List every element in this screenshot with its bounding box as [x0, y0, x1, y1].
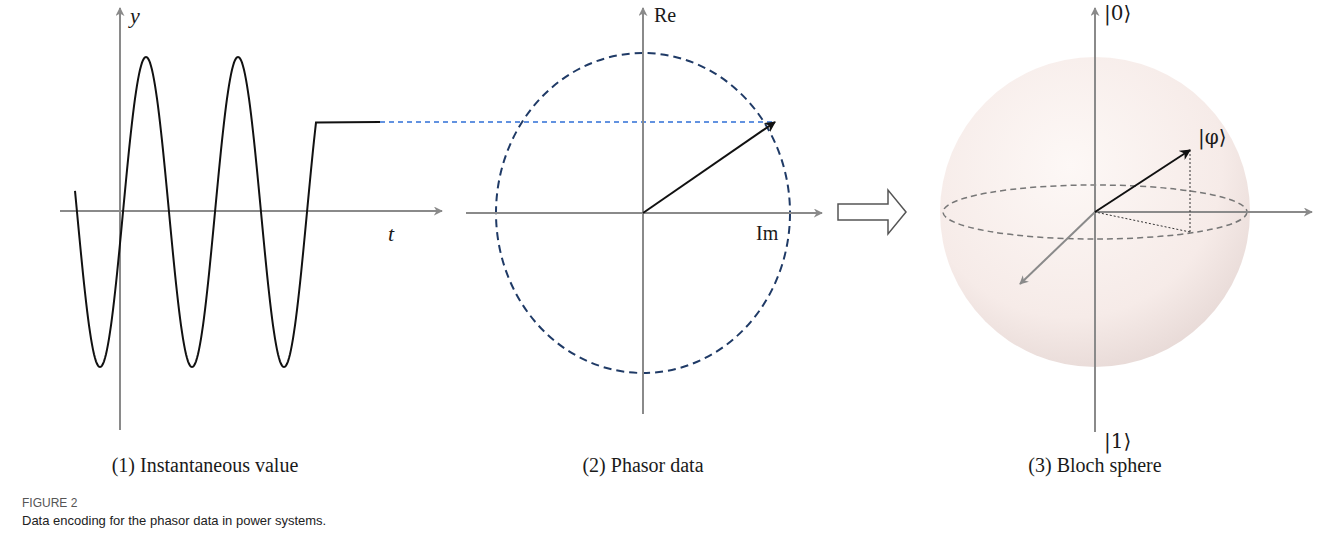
axis-label: Im [756, 222, 778, 244]
waveform-axes [60, 8, 442, 430]
ket-label: |1⟩ [1104, 430, 1131, 452]
sine-wave [75, 57, 380, 367]
figure-number: FIGURE 2 [22, 497, 77, 510]
panel-title: (2) Phasor data [582, 454, 703, 476]
bloch-sphere [940, 8, 1312, 432]
axis-label: y [130, 4, 140, 28]
ket-label: |0⟩ [1104, 2, 1131, 24]
phasor-plane [466, 8, 822, 414]
transition-arrow [838, 190, 906, 234]
projection-line [380, 121, 775, 123]
figure-caption: Data encoding for the phasor data in pow… [22, 514, 1302, 528]
ket-label: |φ⟩ [1198, 126, 1227, 148]
panel-title: (3) Bloch sphere [1028, 454, 1161, 476]
axis-label: Re [654, 4, 676, 26]
axis-label: t [388, 222, 394, 246]
panel-title: (1) Instantaneous value [112, 454, 299, 476]
